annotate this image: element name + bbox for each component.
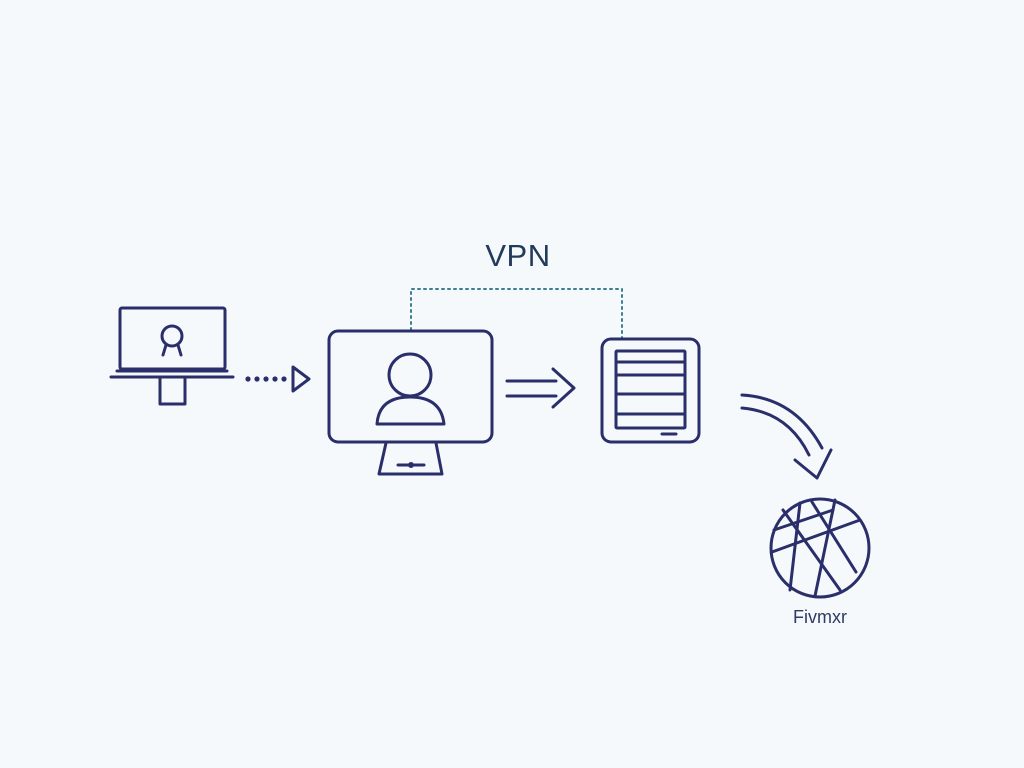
vpn-label: VPN bbox=[485, 238, 551, 273]
desktop-user-icon bbox=[327, 329, 494, 476]
curved-arrow-icon bbox=[740, 393, 833, 480]
server-rack-icon bbox=[600, 337, 701, 444]
double-arrow-icon bbox=[505, 367, 576, 409]
dotted-arrow-icon bbox=[245, 365, 311, 393]
laptop-certificate-icon bbox=[109, 306, 235, 406]
vpn-tunnel-line bbox=[410, 288, 623, 339]
globe-icon bbox=[769, 497, 871, 599]
globe-label: Fivmxr bbox=[793, 607, 847, 627]
